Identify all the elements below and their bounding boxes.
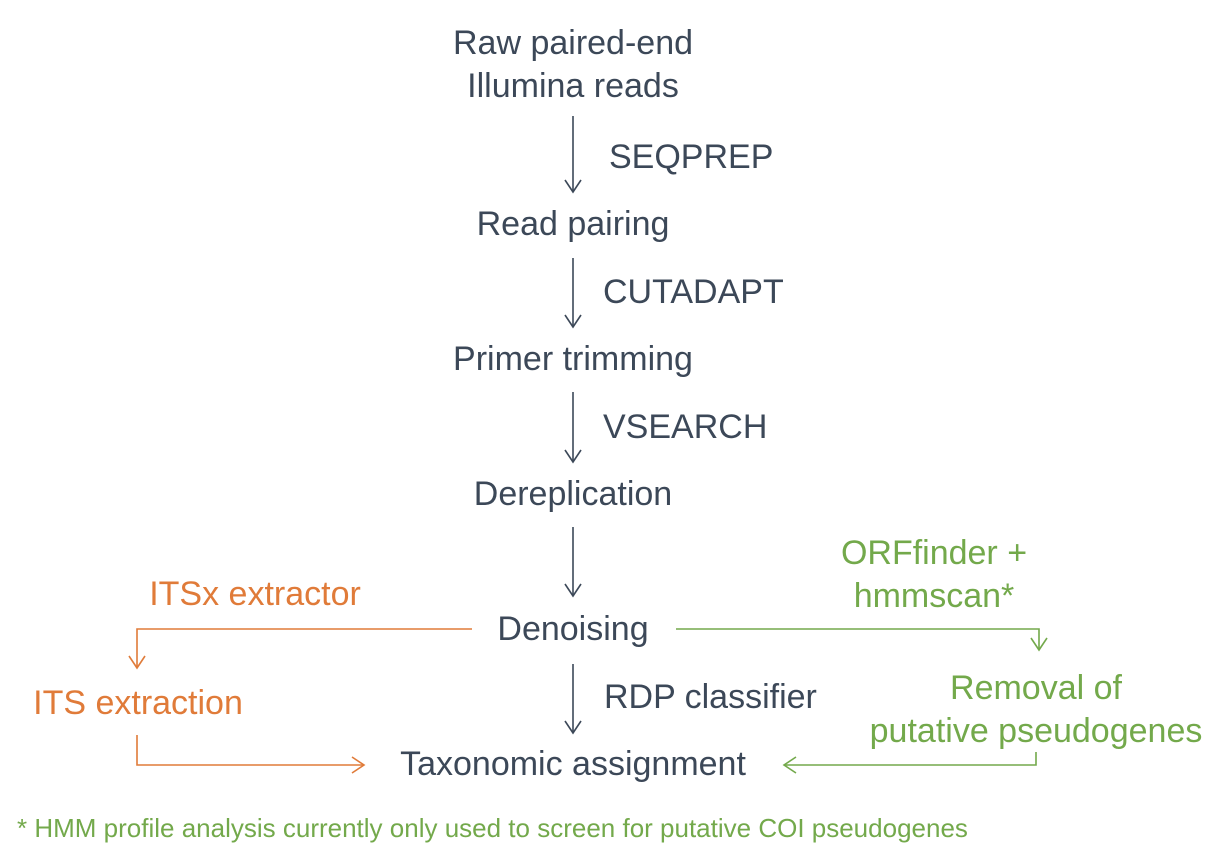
tool-vsearch: VSEARCH: [603, 408, 768, 446]
tool-cutadapt: CUTADAPT: [603, 273, 784, 311]
step-primer-trimming: Primer trimming: [453, 340, 693, 378]
arrow-seqprep: [564, 116, 582, 194]
step-its-extraction: ITS extraction: [33, 684, 243, 722]
arrow-removal-to-taxonomy: [782, 752, 1037, 774]
step-removal-pseudogenes: Removal of putative pseudogenes: [869, 669, 1203, 750]
step-denoising: Denoising: [497, 610, 649, 648]
step-dereplication: Dereplication: [473, 475, 673, 513]
step-read-pairing: Read pairing: [476, 205, 670, 243]
arrow-dereplication-to-denoising: [564, 527, 582, 598]
tool-orffinder-hmmscan: ORFfinder + hmmscan*: [840, 534, 1028, 615]
arrow-denoising-to-its: [128, 628, 472, 670]
arrow-its-to-taxonomy: [136, 735, 366, 774]
arrow-rdp: [564, 664, 582, 735]
arrow-cutadapt: [564, 258, 582, 329]
tool-seqprep: SEQPREP: [609, 138, 774, 176]
step-taxonomic-assignment: Taxonomic assignment: [400, 745, 746, 783]
arrow-denoising-to-removal: [676, 628, 1048, 652]
tool-rdp-classifier: RDP classifier: [604, 678, 817, 716]
footnote: * HMM profile analysis currently only us…: [17, 813, 968, 843]
step-raw-reads: Raw paired-end Illumina reads: [452, 24, 694, 105]
tool-itsx-extractor: ITSx extractor: [149, 575, 361, 613]
arrow-vsearch: [564, 392, 582, 464]
